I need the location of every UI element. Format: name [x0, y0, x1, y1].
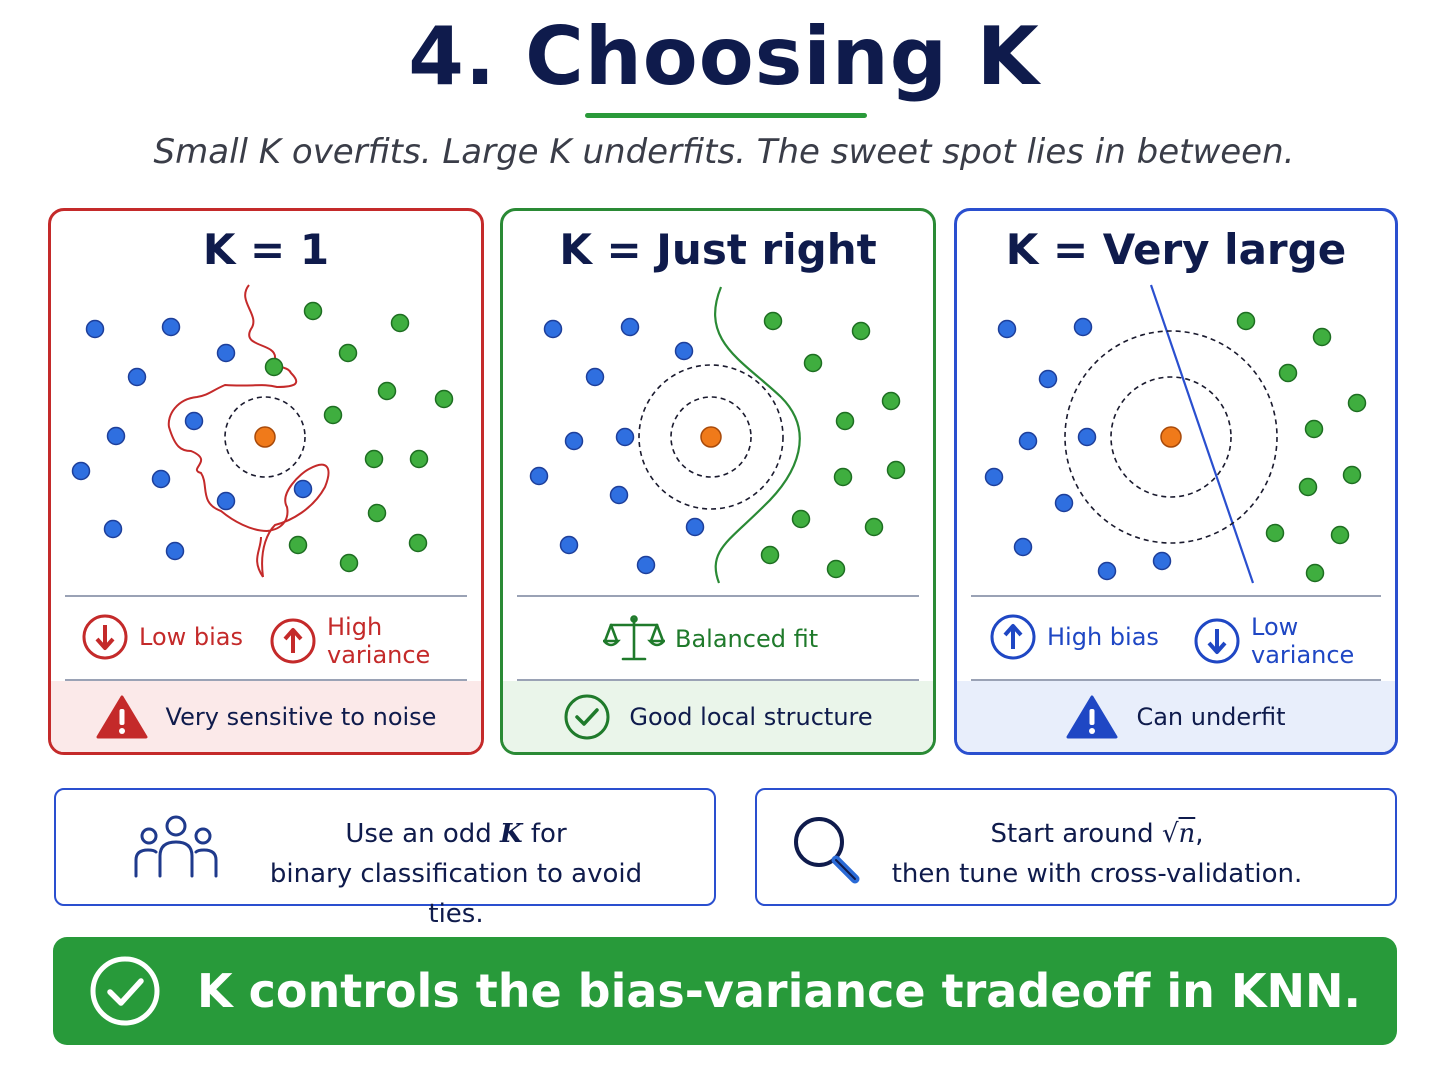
- stat-label: High variance: [327, 613, 431, 669]
- stat-high-bias: High bias: [989, 613, 1159, 661]
- tip-sqrt-n: Start around √n, then tune with cross-va…: [755, 788, 1397, 906]
- small-k-scatter: [71, 284, 454, 578]
- green-points: [264, 301, 454, 573]
- tip-line-1: Use an odd K for: [345, 819, 567, 849]
- blue-points: [529, 317, 705, 575]
- page-subtitle: Small K overfits. Large K underfits. The…: [153, 132, 1295, 172]
- inner-neighborhood: [670, 396, 752, 478]
- panel-title-right-k: K = Just right: [559, 225, 877, 274]
- stat-low-variance: Low variance: [1193, 613, 1395, 669]
- tip-odd-k-text: Use an odd K for binary classification t…: [246, 814, 666, 934]
- query-point: [254, 426, 276, 448]
- outer-neighborhood: [638, 364, 784, 510]
- tip-line-2: then tune with cross-validation.: [891, 859, 1303, 889]
- panel-title-large-k: K = Very large: [1005, 225, 1347, 274]
- panel-small-k: K = 1 Low bias High variance Very sensit…: [48, 208, 484, 755]
- stat-balanced-fit: Balanced fit: [603, 613, 818, 665]
- people-group-icon: [134, 815, 218, 878]
- tip-line-1: Start around √n,: [990, 819, 1204, 849]
- inner-neighborhood: [1110, 376, 1232, 498]
- footer-text: Very sensitive to noise: [165, 702, 437, 731]
- warning-icon: [96, 695, 148, 738]
- balance-scale-icon: [603, 615, 665, 661]
- tip-line-2: binary classification to avoid ties.: [269, 859, 643, 929]
- tip-sqrt-n-text: Start around √n, then tune with cross-va…: [887, 814, 1307, 894]
- title-underline: [585, 113, 867, 118]
- page-title: 4. Choosing K: [408, 10, 1040, 103]
- tip-odd-k: Use an odd K for binary classification t…: [54, 788, 716, 929]
- right-k-scatter: [529, 286, 906, 584]
- blue-points: [71, 317, 313, 561]
- arrow-up-icon: [270, 618, 316, 664]
- stat-label: Low variance: [1251, 613, 1355, 669]
- divider: [517, 595, 919, 597]
- large-k-scatter: [984, 284, 1367, 584]
- arrow-down-icon: [82, 614, 128, 660]
- divider: [971, 679, 1381, 681]
- check-circle-icon: [564, 694, 610, 739]
- green-points: [760, 311, 906, 579]
- stat-label: High bias: [1047, 623, 1159, 651]
- balanced-boundary: [714, 286, 801, 584]
- warning-icon: [1066, 695, 1118, 738]
- footer-large-k: Can underfit: [957, 681, 1395, 752]
- divider: [517, 679, 919, 681]
- divider: [65, 595, 467, 597]
- banner-text: K controls the bias-variance tradeoff in…: [197, 964, 1361, 1018]
- stat-low-bias: Low bias: [81, 613, 243, 661]
- conclusion-banner: K controls the bias-variance tradeoff in…: [53, 937, 1397, 1045]
- check-circle-icon: [90, 956, 160, 1026]
- footer-small-k: Very sensitive to noise: [51, 681, 481, 752]
- query-point: [1160, 426, 1182, 448]
- underfit-boundary: [1149, 284, 1255, 584]
- panel-title-small-k: K = 1: [202, 225, 330, 274]
- stat-high-variance: High variance: [269, 613, 481, 669]
- panel-large-k: K = Very large High bias Low variance Ca…: [954, 208, 1398, 755]
- k1-neighborhood: [224, 396, 306, 478]
- query-point: [700, 426, 722, 448]
- footer-text: Good local structure: [629, 702, 873, 731]
- magnifier-icon: [794, 817, 860, 884]
- footer-right-k: Good local structure: [503, 681, 933, 752]
- blue-points: [984, 317, 1172, 581]
- arrow-down-icon: [1194, 618, 1240, 664]
- arrow-up-icon: [990, 614, 1036, 660]
- outer-neighborhood: [1064, 330, 1278, 544]
- divider: [65, 679, 467, 681]
- stat-label: Balanced fit: [675, 625, 819, 653]
- stat-label: Low bias: [139, 623, 244, 651]
- footer-text: Can underfit: [1136, 702, 1286, 731]
- panel-right-k: K = Just right Balanced fit Good local s…: [500, 208, 936, 755]
- green-points: [1236, 311, 1367, 583]
- divider: [971, 595, 1381, 597]
- overfit-boundary-loop: [256, 536, 264, 578]
